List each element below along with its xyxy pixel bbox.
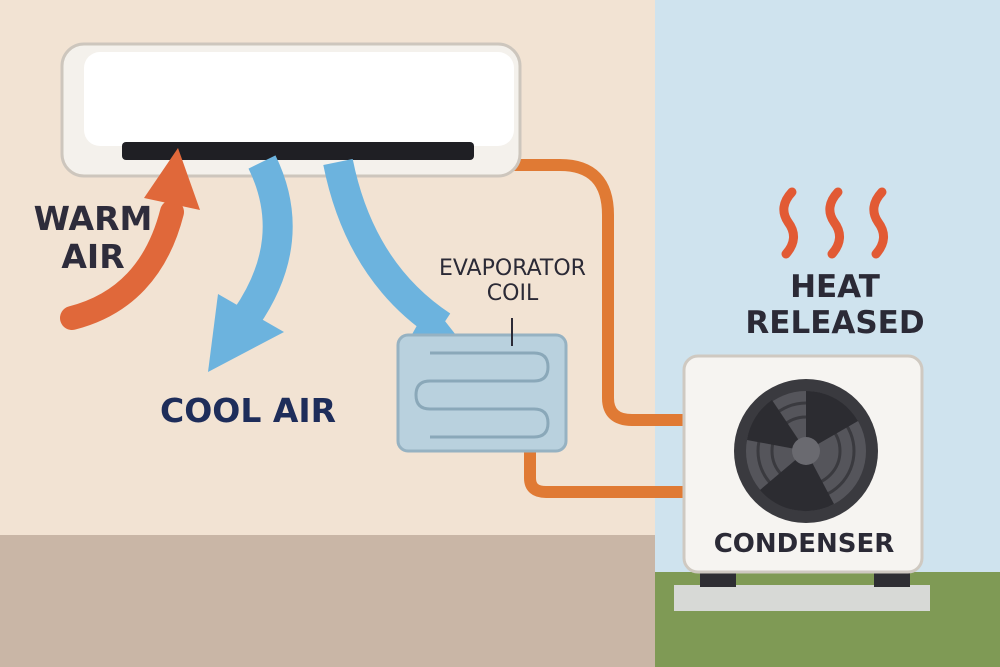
fan-icon	[734, 379, 878, 523]
warm-air-label: WARM AIR	[18, 200, 168, 276]
refrigerant-pipe-upper	[494, 159, 696, 426]
heat-label-line2: RELEASED	[745, 304, 925, 341]
heat-released-label: HEAT RELEASED	[740, 269, 930, 341]
evaporator-coil-label: EVAPORATOR COIL	[420, 256, 605, 307]
warm-air-label-line1: WARM	[33, 199, 153, 238]
indoor-unit	[60, 42, 522, 178]
condenser-label: CONDENSER	[713, 529, 895, 559]
baseboard	[0, 535, 655, 667]
condenser-unit	[674, 354, 930, 611]
heat-wave-icon	[779, 187, 888, 259]
cool-air-arrow	[208, 155, 293, 372]
warm-air-label-line2: AIR	[61, 236, 125, 276]
air-vent	[122, 142, 474, 160]
evaporator-label-line2: COIL	[486, 281, 539, 307]
cool-air-label: COOL AIR	[160, 391, 337, 430]
refrigerant-pipe-lower	[524, 444, 696, 498]
warm-air-arrow	[60, 148, 200, 330]
evaporator-label-line1: EVAPORATOR	[439, 256, 586, 281]
evaporator-coil	[396, 318, 568, 453]
heat-label-line1: HEAT	[790, 269, 880, 305]
